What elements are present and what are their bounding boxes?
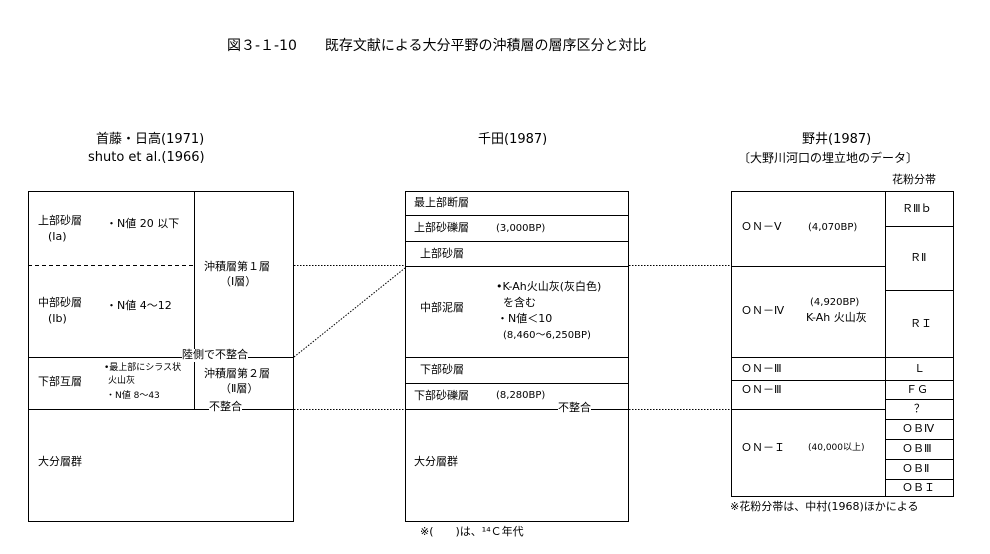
noi-on4: ＯＮ－Ⅳ <box>741 304 785 317</box>
noi-box <box>731 191 954 497</box>
chida-upper-gravel-age: (3,000BP) <box>496 223 546 234</box>
pollen-zone-r2: ＲⅡ <box>910 251 927 264</box>
shuto-middle-sand-note: ・N値 4～12 <box>106 299 172 312</box>
correlation-line-diagonal <box>293 267 406 358</box>
noi-on3b: ＯＮ－Ⅲ <box>741 383 782 396</box>
noi-subheader: 〔大野川河口の埋立地のデータ〕 <box>738 151 919 165</box>
chida-lower-gravel-age: (8,280BP) <box>496 390 546 401</box>
shuto-unconformity-land: 陸側で不整合 <box>182 348 248 362</box>
shuto-alluvium-2-code: （Ⅱ層） <box>220 382 259 395</box>
noi-on1: ＯＮ－Ｉ <box>741 441 785 454</box>
noi-footnote: ※花粉分帯は、中村(1968)ほかによる <box>730 500 919 513</box>
chida-unconformity: 不整合 <box>558 401 591 415</box>
noi-on5-age: (4,070BP) <box>808 222 858 233</box>
shuto-lower-alternation: 下部互層 <box>38 375 82 388</box>
figure-title: 図３-１-10 既存文献による大分平野の沖積層の層序区分と対比 <box>227 38 647 54</box>
shuto-lower-note-2: 火山灰 <box>108 376 136 386</box>
chida-mud-note-3: ・N値＜10 <box>497 312 553 325</box>
shuto-alluvium-2: 沖積層第２層 <box>204 367 270 380</box>
pollen-zone-header: 花粉分帯 <box>892 173 936 186</box>
pollen-zone-fg: ＦＧ <box>906 383 928 396</box>
shuto-upper-sand: 上部砂層 <box>38 214 82 227</box>
chida-header: 千田(1987) <box>478 132 548 147</box>
shuto-upper-sand-note: ・N値 20 以下 <box>106 217 180 230</box>
noi-on3a: ＯＮ－Ⅲ <box>741 362 782 375</box>
noi-on5: ＯＮ－Ⅴ <box>741 220 782 233</box>
shuto-lower-note-3: ・N値 8～43 <box>106 391 160 401</box>
chida-mud-note-4: (8,460～6,250BP) <box>503 330 591 341</box>
shuto-upper-sand-code: (Ia) <box>48 230 67 243</box>
chida-box <box>405 191 629 522</box>
shuto-middle-sand: 中部砂層 <box>38 296 82 309</box>
pollen-zone-ob4: ＯＢⅣ <box>902 422 935 435</box>
pollen-zone-l: Ｌ <box>914 362 925 375</box>
chida-lower-sand: 下部砂層 <box>420 363 464 376</box>
chida-footnote: ※( )は、¹⁴Ｃ年代 <box>420 525 524 538</box>
noi-on4-note: K-Ah 火山灰 <box>806 311 867 324</box>
shuto-alluvium-1: 沖積層第１層 <box>204 260 270 273</box>
shuto-box <box>28 191 294 522</box>
shuto-middle-sand-code: (Ib) <box>48 312 67 325</box>
pollen-zone-r1: ＲＩ <box>910 317 932 330</box>
shuto-unconformity: 不整合 <box>209 400 242 414</box>
shuto-alluvium-1-code: （Ⅰ層） <box>220 275 257 288</box>
chida-lower-gravel: 下部砂礫層 <box>414 389 469 402</box>
noi-header: 野井(1987) <box>802 132 872 147</box>
chida-oita-group: 大分層群 <box>414 455 458 468</box>
shuto-oita-group: 大分層群 <box>38 455 82 468</box>
chida-upper-gravel: 上部砂礫層 <box>414 221 469 234</box>
chida-upper-sand: 上部砂層 <box>420 247 464 260</box>
noi-on4-age: (4,920BP) <box>810 297 860 308</box>
shuto-subheader: shuto et al.(1966) <box>88 150 205 165</box>
shuto-lower-note-1: •最上部にシラス状 <box>104 363 182 373</box>
pollen-zone-unknown: ？ <box>914 402 925 415</box>
pollen-zone-ob2: ＯＢⅡ <box>902 462 930 475</box>
chida-mud-note-1: •K-Ah火山灰(灰白色) <box>496 280 602 293</box>
chida-mud-note-2: を含む <box>503 296 536 309</box>
shuto-header: 首藤・日高(1971) <box>96 132 205 147</box>
pollen-zone-ob3: ＯＢⅢ <box>902 442 932 455</box>
pollen-zone-ob1: ＯＢＩ <box>902 481 935 494</box>
pollen-zone-r3b: ＲⅢｂ <box>902 202 932 215</box>
chida-top-fault: 最上部断層 <box>414 196 469 209</box>
noi-on1-age: (40,000以上) <box>808 443 865 453</box>
chida-middle-mud: 中部泥層 <box>420 301 464 314</box>
